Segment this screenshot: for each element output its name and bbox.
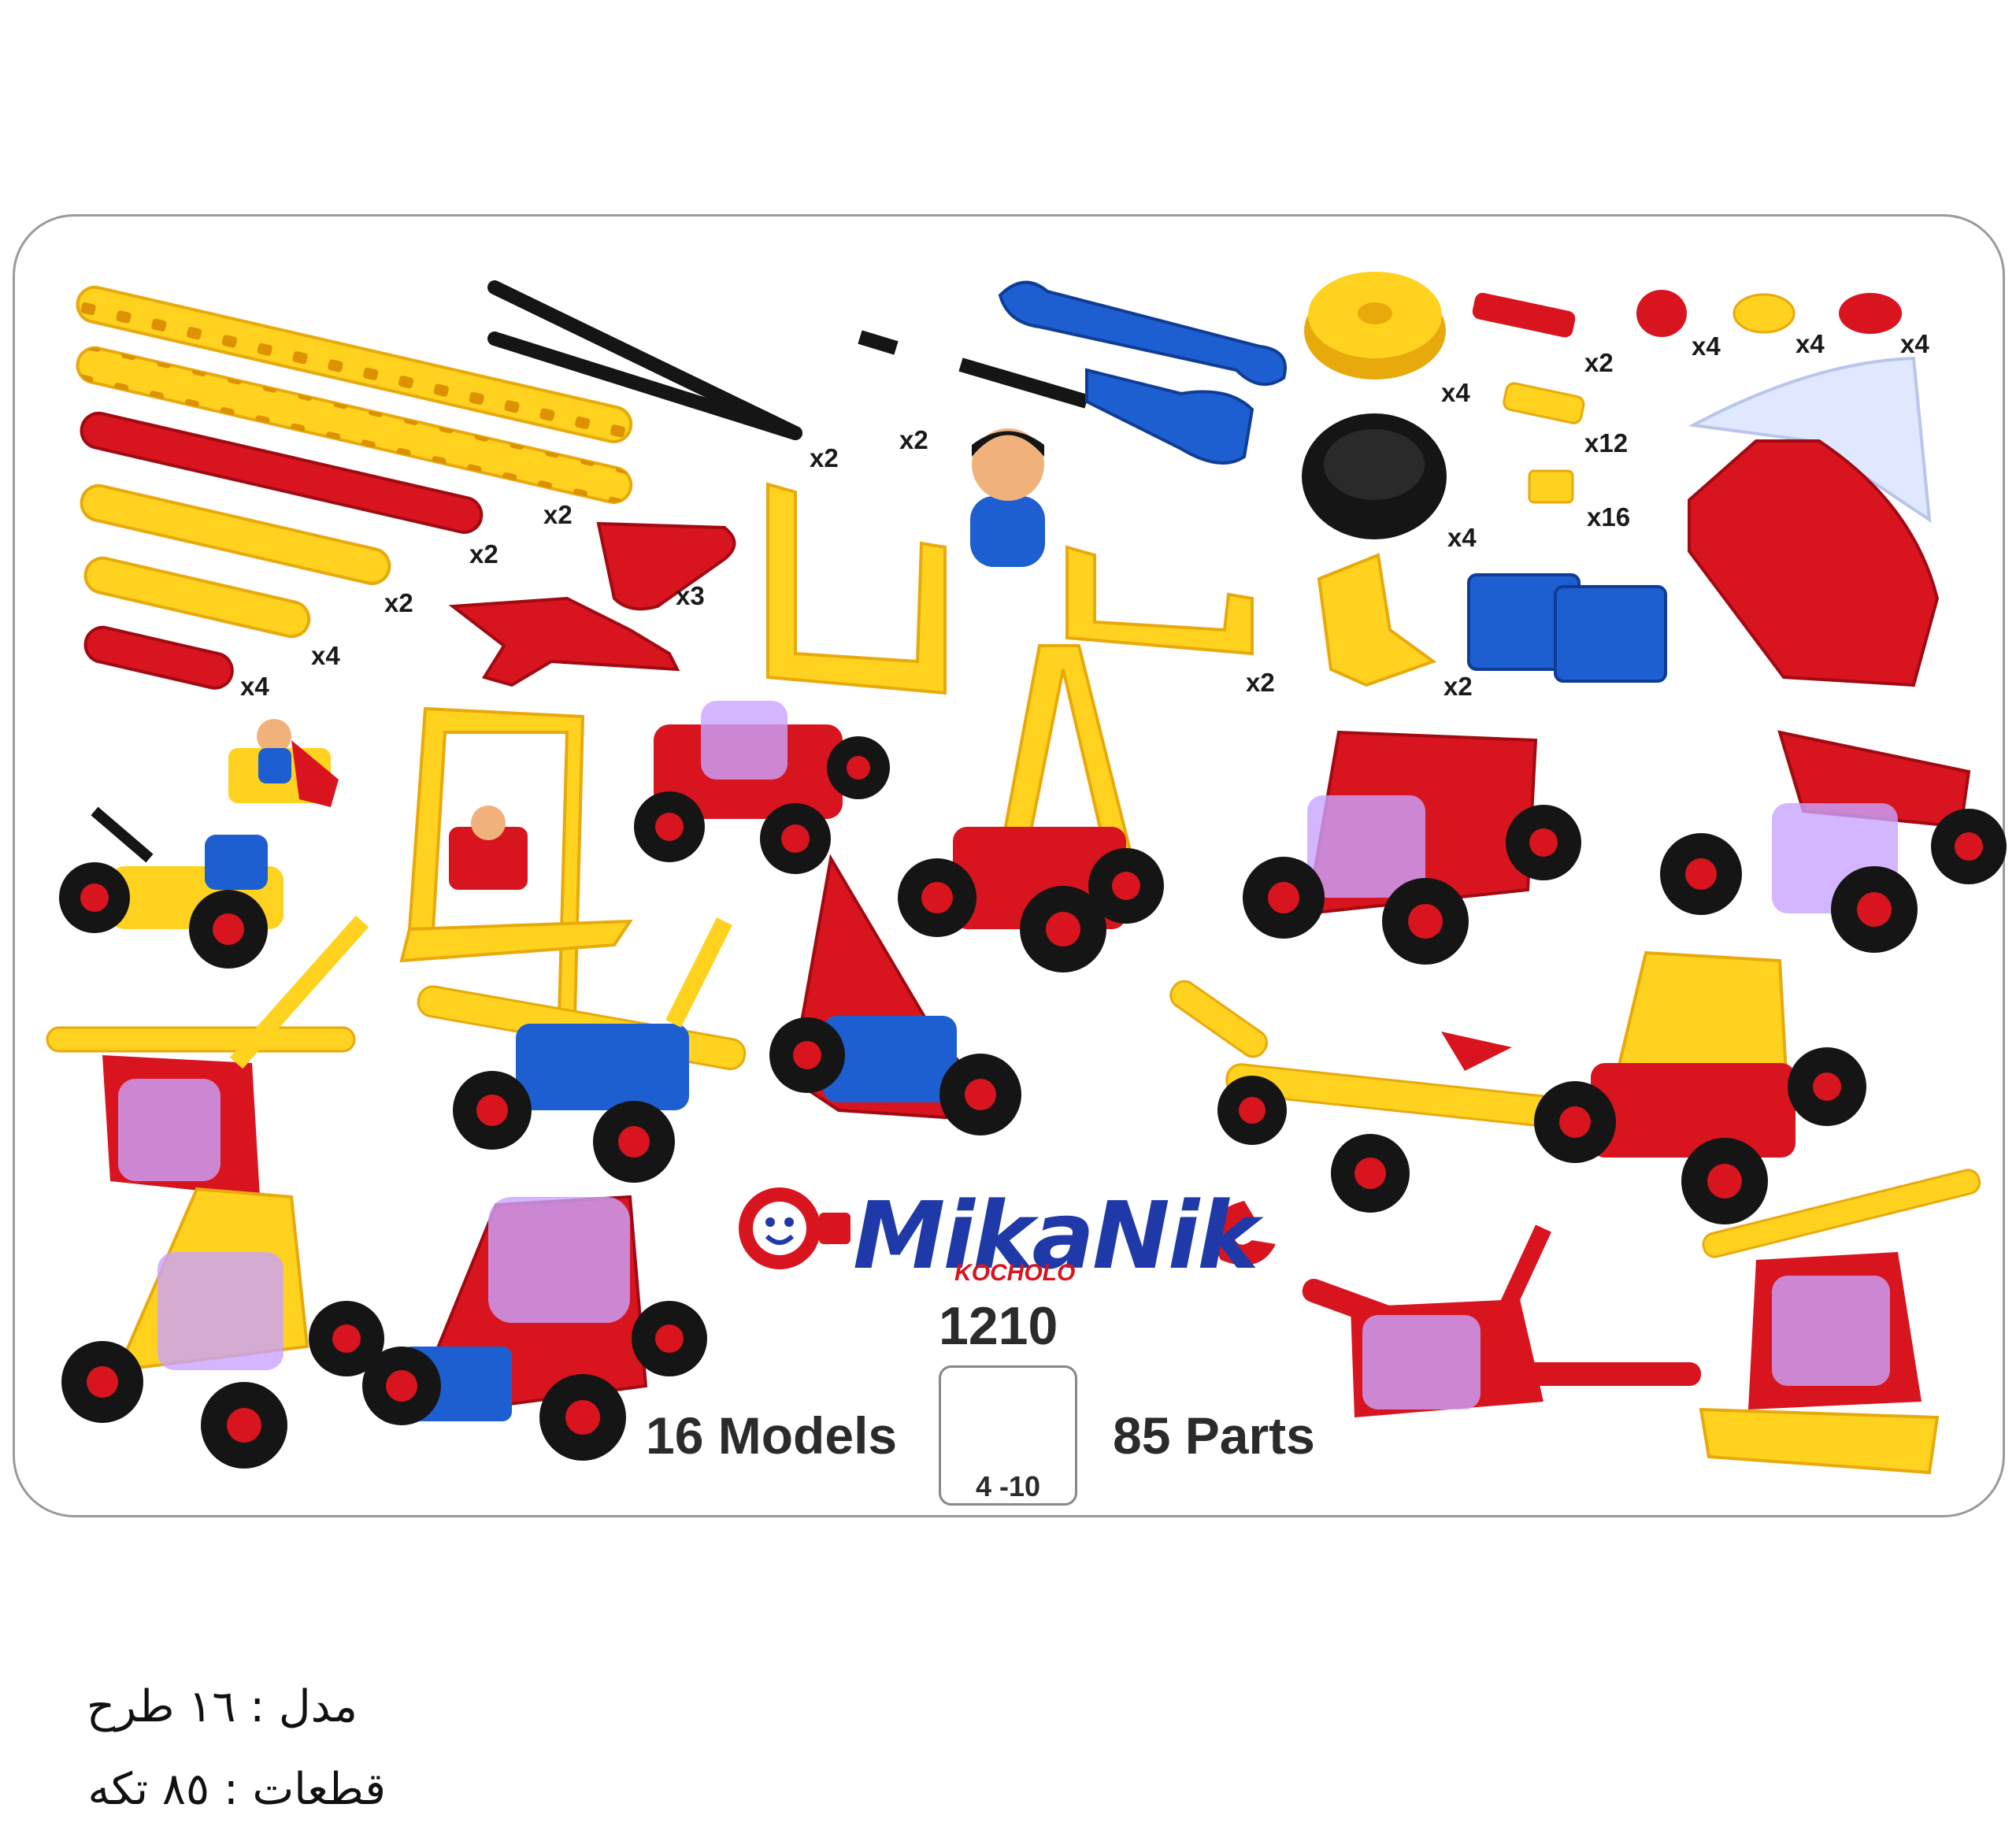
triangle-plate [596,521,736,611]
qty-red-strip-long: x2 [543,500,573,529]
qty-yellow-strip-medium: x2 [469,539,498,569]
yellow-strip-long-2 [76,346,633,504]
yellow-hub [1304,272,1446,380]
model-helicopter-2 [1302,1224,1701,1417]
model-small-seat [228,719,339,807]
model-car-2 [1243,730,1581,965]
qty-red-strip-mini: x4 [240,672,269,701]
qty-yellow-hub: x4 [1441,378,1470,407]
qty-yellow-bolt: x12 [1584,428,1629,458]
u-bracket-small [1065,545,1254,656]
t-plate [448,596,680,687]
age-range: 4 -10 [975,1470,1041,1502]
model-helicopter-1 [46,915,369,1197]
qty-yellow-strip-short: x2 [384,588,413,617]
qty-red-bolt: x2 [1584,348,1614,377]
persian-models-line: مدل : ١٦ طرح [86,1681,358,1732]
strips-group [76,285,633,690]
red-strip-mini [83,625,234,690]
seat-with-windshield [1688,356,1940,687]
persian-parts-line: قطعات : ٨٥ تکه [87,1764,386,1815]
qty-yellow-nut: x16 [1587,502,1631,532]
axles-group [487,280,1089,440]
red-strip-long [80,411,484,534]
qty-short-axle: x2 [899,425,928,454]
model-car-3 [61,1187,384,1469]
qty-red-spacer: x4 [1692,332,1721,361]
age-badge: 4 -10 [939,1365,1077,1506]
model-plane-1 [417,917,747,1183]
red-spacer [1636,290,1687,337]
parts-label: 85 Parts [1113,1406,1315,1465]
set-number: 1210 [939,1296,1058,1356]
model-crane-car [1660,730,2007,953]
model-swing [399,706,633,1017]
yellow-nut [1528,469,1574,504]
qty-black-axle: x2 [810,443,839,472]
qty-black-tire: x4 [1447,523,1477,552]
model-buggy [1534,950,1866,1224]
u-bracket-large [766,482,947,695]
wrench-smiley-icon [739,1187,1276,1269]
red-bolt [1472,292,1576,338]
brand-sub: KOCHOLO [954,1260,1076,1286]
red-washer [1839,293,1902,334]
models-group [46,644,2007,1475]
figure-icon [970,428,1045,567]
blue-block [1467,573,1667,683]
model-trike [59,806,284,969]
black-tire [1302,413,1447,539]
models-label: 16 Models [646,1406,898,1465]
model-rocket [769,854,1021,1135]
model-plane-2 [1169,980,1573,1213]
qty-angle-bracket: x2 [1443,672,1473,701]
model-forklift [898,644,1164,972]
yellow-strip-long-1 [76,285,633,443]
screwdriver-icon [1085,368,1254,465]
yellow-bolt [1503,382,1585,424]
model-car-1 [634,701,890,874]
qty-red-washer: x4 [1900,329,1929,358]
qty-bracket: x2 [1246,668,1275,697]
model-car-4 [362,1195,707,1461]
brand-name: MikaNik [853,1181,1259,1290]
qty-triangle-plate: x3 [676,581,705,610]
qty-yellow-strip-mini: x4 [311,641,340,670]
qty-yellow-washer: x4 [1796,329,1825,358]
yellow-strip-short [83,556,311,639]
wrench-icon [998,280,1287,386]
angle-bracket [1317,553,1437,687]
yellow-strip-medium [80,483,391,585]
yellow-washer [1732,293,1796,334]
model-helicopter-3 [1699,1169,1981,1475]
